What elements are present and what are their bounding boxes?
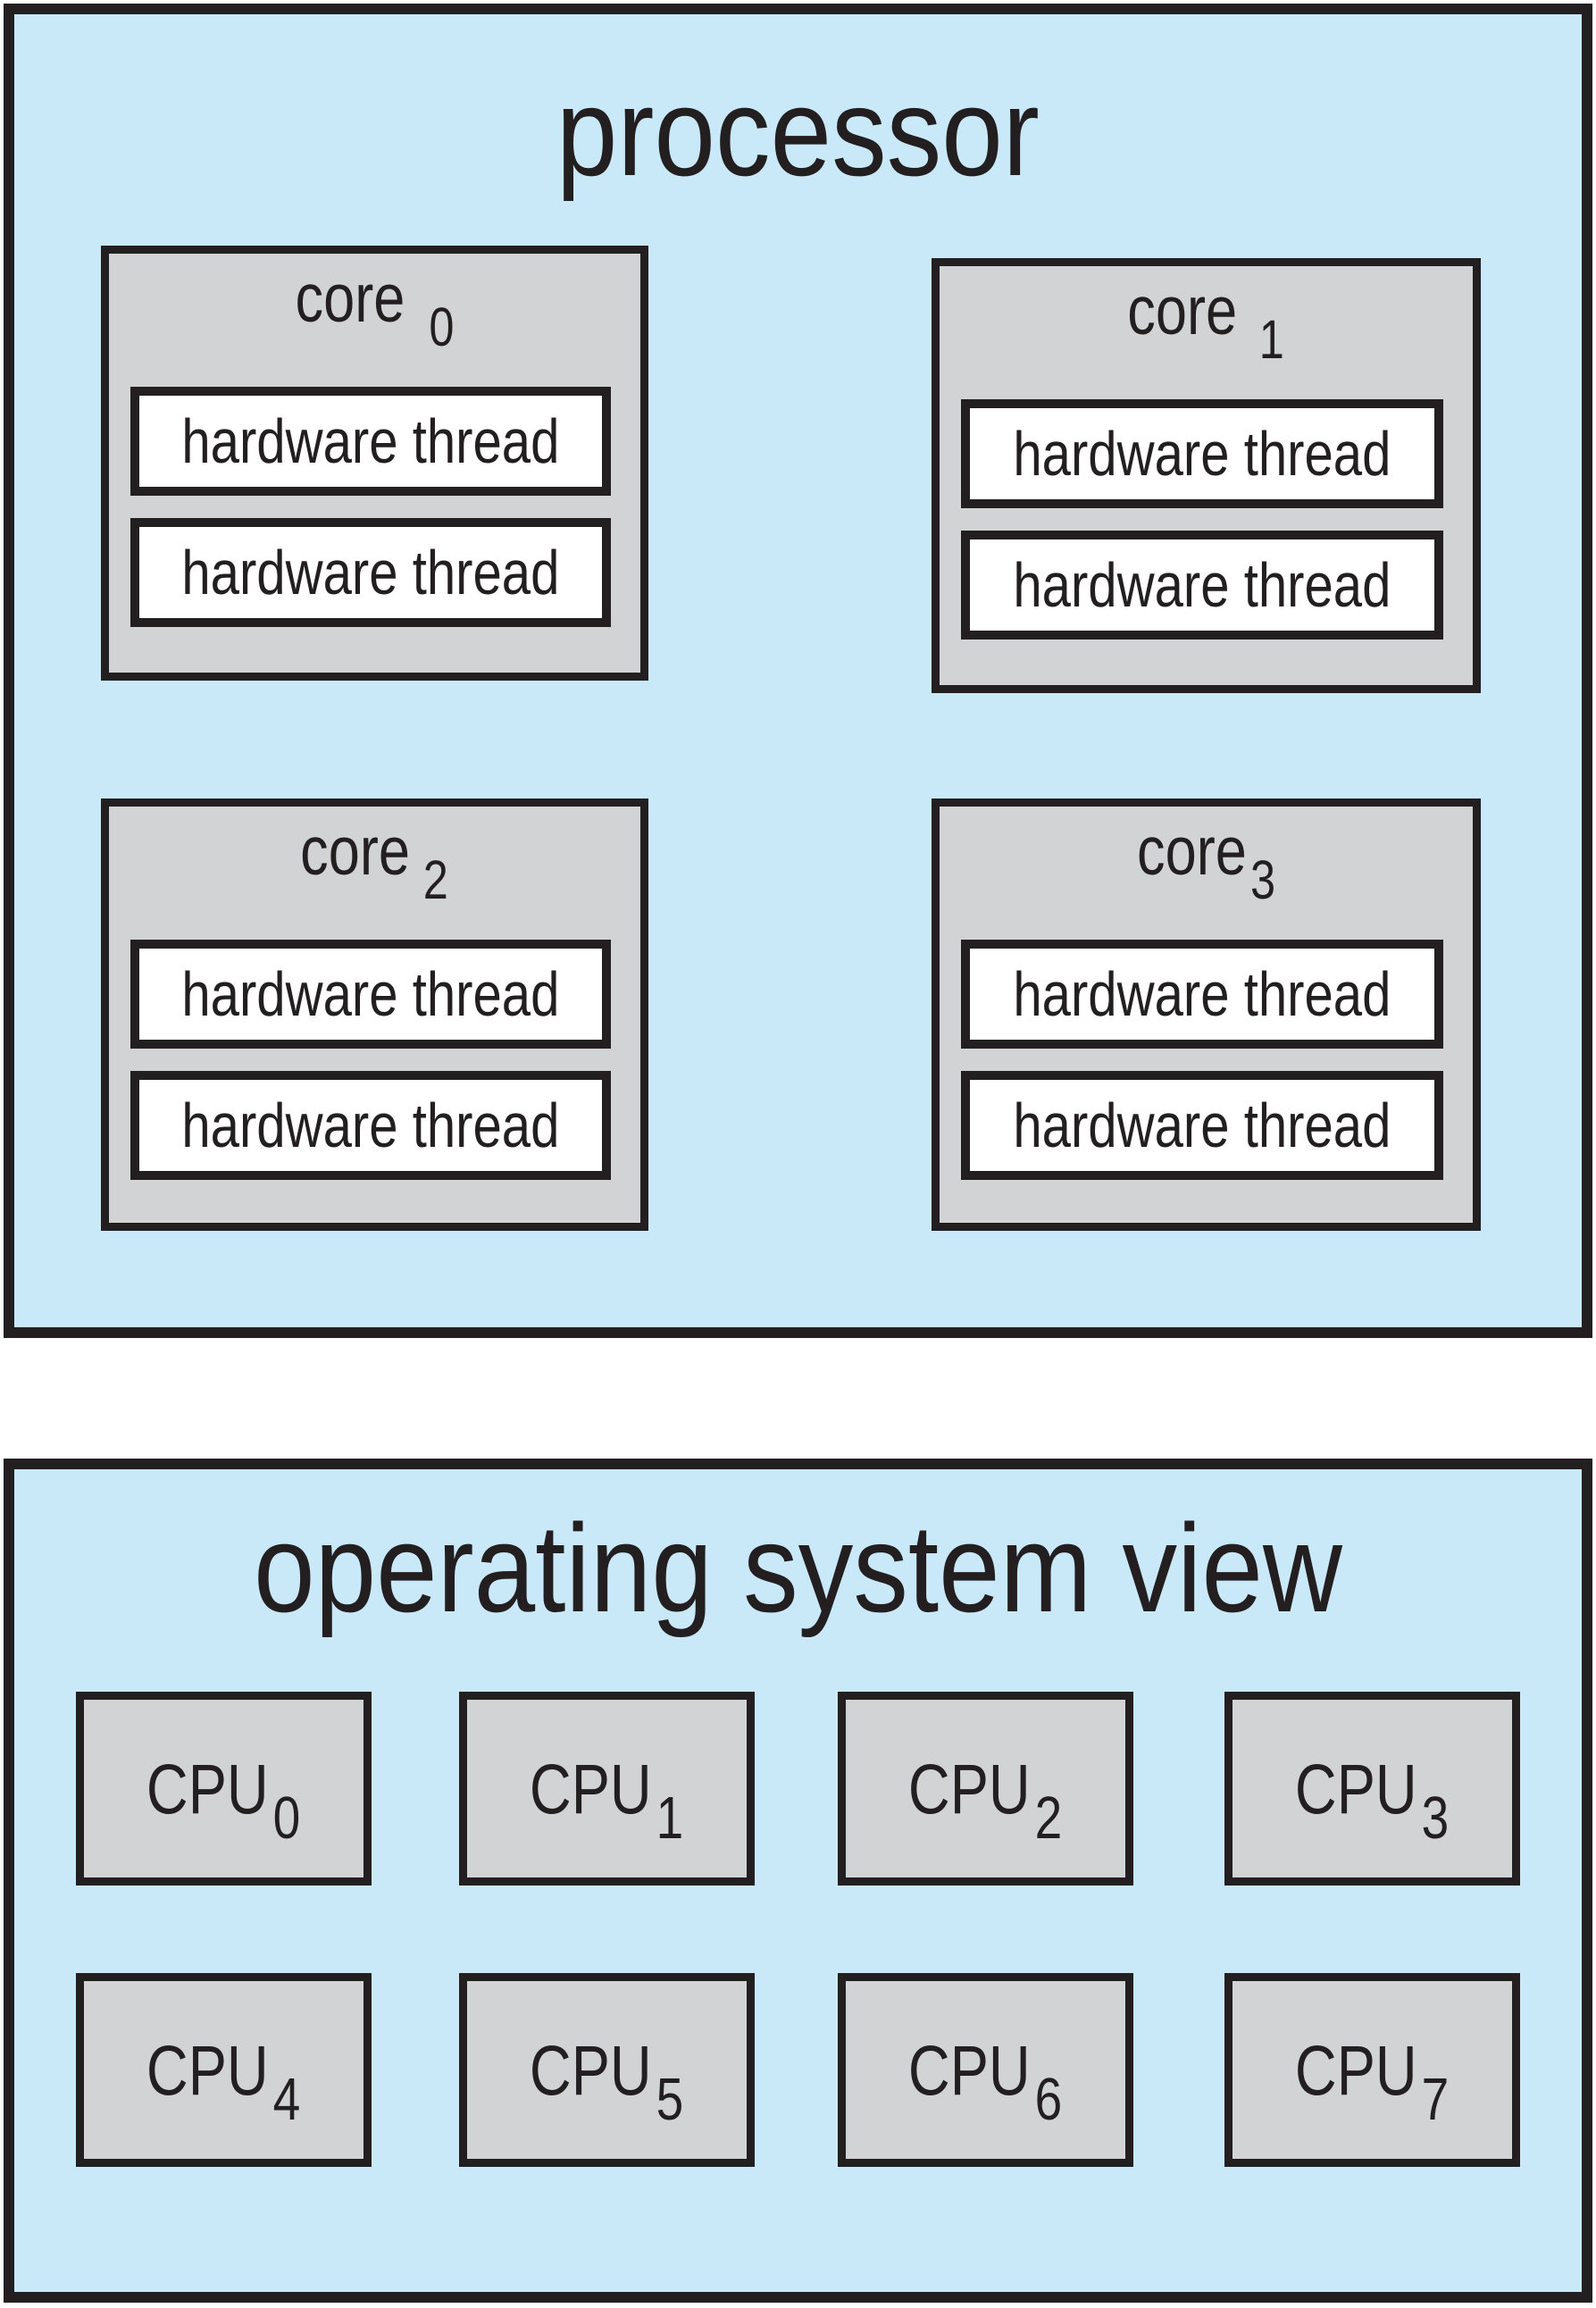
core-1-label: core 1: [940, 272, 1473, 371]
hardware-thread-box: hardware thread: [130, 387, 611, 496]
cpu-5-subscript: 5: [656, 2066, 684, 2134]
core-1-label-text: core: [1127, 272, 1238, 349]
hardware-thread-label: hardware thread: [181, 406, 560, 476]
hardware-thread-label: hardware thread: [181, 1091, 560, 1160]
cpu-0-subscript: 0: [273, 1785, 301, 1852]
cpu-0-label: CPU: [146, 1749, 270, 1828]
cpu-box-7: CPU7: [1224, 1973, 1520, 2167]
core-box-0: core 0 hardware thread hardware thread: [101, 246, 648, 681]
cpu-6-label: CPU: [908, 2030, 1032, 2110]
core-0-label-text: core: [295, 260, 405, 337]
hardware-thread-box: hardware thread: [961, 399, 1443, 508]
cpu-box-0: CPU0: [76, 1692, 372, 1886]
hardware-thread-box: hardware thread: [130, 518, 611, 627]
cpu-5-label: CPU: [530, 2030, 653, 2110]
cpu-3-label: CPU: [1295, 1749, 1418, 1828]
core-1-subscript: 1: [1259, 309, 1285, 372]
cpu-2-subscript: 2: [1035, 1785, 1063, 1852]
processor-panel: processor core 0 hardware thread hardware…: [4, 4, 1592, 1338]
cpu-4-label: CPU: [146, 2030, 270, 2110]
cpu-4-subscript: 4: [273, 2066, 301, 2134]
core-2-label-text: core: [300, 813, 411, 890]
hardware-thread-label: hardware thread: [1013, 1091, 1391, 1160]
os-view-title-text: operating system view: [254, 1498, 1342, 1638]
core-box-3: core3 hardware thread hardware thread: [932, 799, 1481, 1231]
cpu-1-subscript: 1: [656, 1785, 684, 1852]
core-0-label: core 0: [109, 260, 640, 358]
processor-title: processor: [14, 70, 1582, 195]
core-3-label: core3: [940, 813, 1473, 911]
cpu-box-1: CPU1: [459, 1692, 755, 1886]
hardware-thread-box: hardware thread: [961, 531, 1443, 640]
hardware-thread-label: hardware thread: [181, 959, 560, 1029]
core-box-1: core 1 hardware thread hardware thread: [932, 258, 1481, 693]
cpu-6-subscript: 6: [1035, 2066, 1063, 2134]
cpu-3-subscript: 3: [1422, 1785, 1450, 1852]
cpu-box-2: CPU2: [838, 1692, 1133, 1886]
os-view-panel: operating system view CPU0 CPU1 CPU2 CPU…: [4, 1459, 1592, 2303]
processor-title-text: processor: [556, 62, 1040, 202]
core-2-subscript: 2: [423, 849, 449, 912]
hardware-thread-box: hardware thread: [961, 940, 1443, 1049]
hardware-thread-box: hardware thread: [130, 1071, 611, 1180]
hardware-thread-label: hardware thread: [1013, 419, 1391, 489]
hardware-thread-box: hardware thread: [961, 1071, 1443, 1180]
hardware-thread-label: hardware thread: [1013, 550, 1391, 620]
cpu-2-label: CPU: [908, 1749, 1032, 1828]
os-view-title: operating system view: [14, 1506, 1582, 1631]
cpu-box-3: CPU3: [1224, 1692, 1520, 1886]
hardware-thread-label: hardware thread: [181, 538, 560, 607]
cpu-box-4: CPU4: [76, 1973, 372, 2167]
cpu-7-label: CPU: [1295, 2030, 1418, 2110]
cpu-7-subscript: 7: [1422, 2066, 1450, 2134]
core-3-label-text: core: [1136, 813, 1247, 890]
cpu-1-label: CPU: [530, 1749, 653, 1828]
cpu-box-6: CPU6: [838, 1973, 1133, 2167]
cpu-box-5: CPU5: [459, 1973, 755, 2167]
hardware-thread-label: hardware thread: [1013, 959, 1391, 1029]
hardware-thread-box: hardware thread: [130, 940, 611, 1049]
core-3-subscript: 3: [1249, 849, 1276, 912]
core-0-subscript: 0: [429, 297, 455, 359]
